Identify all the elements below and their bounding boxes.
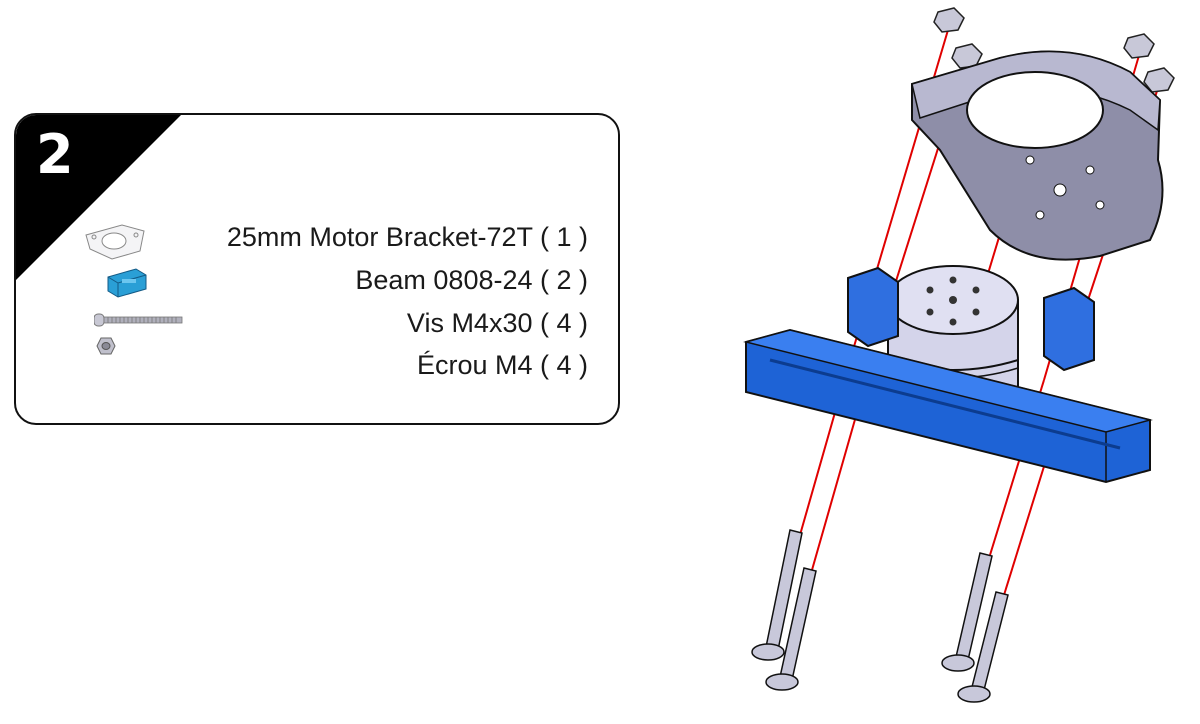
part-row-beam: Beam 0808-24 ( 2 ) — [355, 265, 588, 295]
main-beam-rail — [743, 328, 1153, 484]
bottom-screws — [751, 529, 1009, 703]
nut-icon — [96, 337, 116, 355]
step-number: 2 — [36, 123, 74, 186]
beam-blocks — [847, 266, 1095, 372]
part-row-nut: Écrou M4 ( 4 ) — [416, 350, 588, 380]
part-row-screw: Vis M4x30 ( 4 ) — [406, 308, 588, 338]
motor-bracket-plate — [911, 50, 1164, 261]
parts-list-panel: 2 25mm Motor Bracket-72T ( 1 ) Beam 0808… — [14, 113, 620, 425]
top-nuts — [933, 7, 1175, 93]
motor-bracket-icon — [85, 224, 145, 260]
part-row-motor-bracket: 25mm Motor Bracket-72T ( 1 ) — [226, 222, 588, 252]
exploded-assembly-illustration — [743, 7, 1175, 703]
beam-icon — [107, 268, 147, 298]
screw-icon — [94, 313, 183, 327]
